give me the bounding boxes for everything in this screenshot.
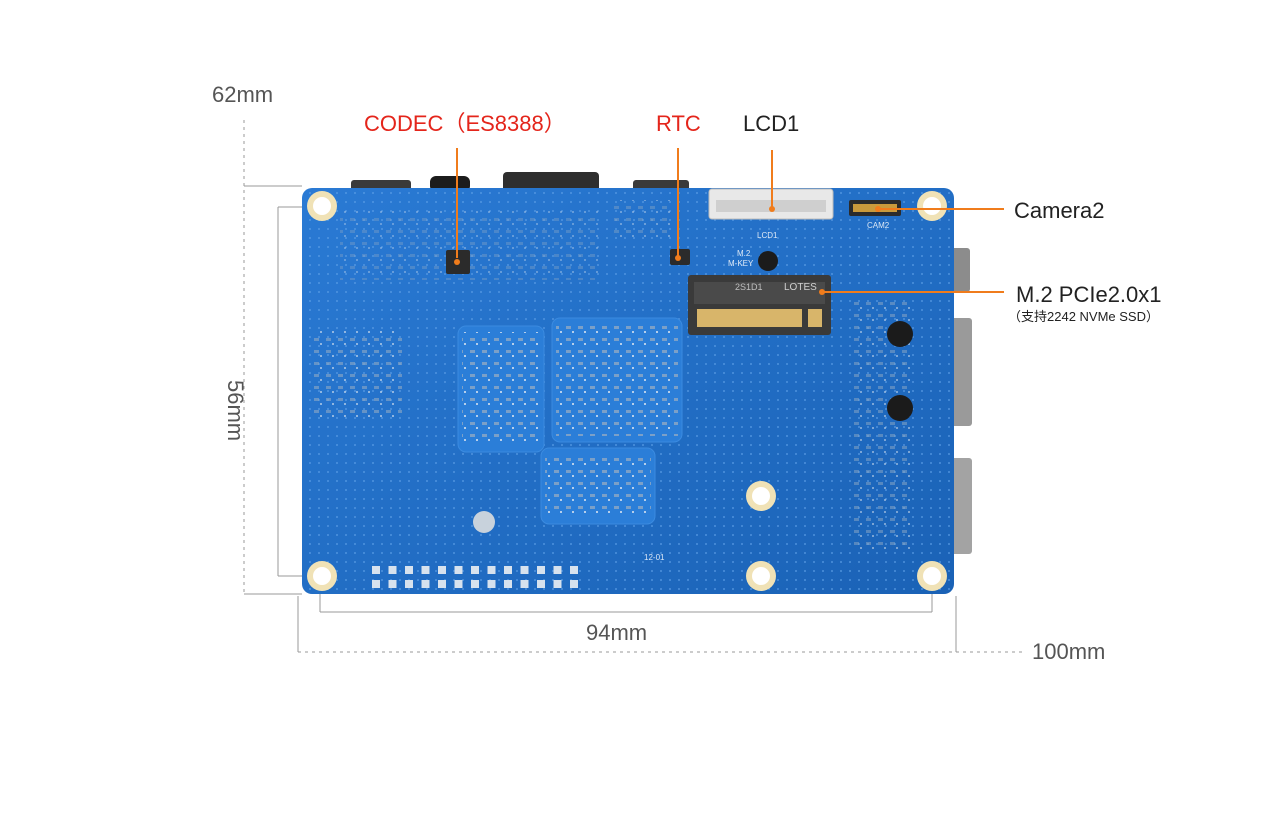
gpio-pad xyxy=(421,566,430,574)
gpio-pad xyxy=(388,566,397,574)
rtc-battery-contact xyxy=(758,251,778,271)
silk-m2-key: M-KEY xyxy=(728,259,754,268)
gpio-pad xyxy=(388,580,397,588)
gpio-pad xyxy=(504,566,512,574)
ethernet-port xyxy=(950,458,972,554)
m2-callout-note: （支持2242 NVMe SSD） xyxy=(1008,309,1159,324)
silkscreen-labels: LCD1 M.2 M-KEY CAM2 12-01 xyxy=(644,221,890,562)
gpio-pad xyxy=(537,566,545,574)
leader-lines xyxy=(456,148,1004,293)
gpio-pad xyxy=(372,580,380,588)
silk-board-rev: 12-01 xyxy=(644,553,665,562)
gpio-pad xyxy=(570,580,578,588)
width-holes-label: 94mm xyxy=(586,620,648,645)
gpio-header xyxy=(372,566,578,588)
camera2-callout: Camera2 xyxy=(1014,198,1105,223)
mounting-holes xyxy=(307,191,947,591)
right-connector-1 xyxy=(950,248,970,292)
m2-socket-code: 2S1D1 xyxy=(735,282,763,292)
test-pad xyxy=(473,511,495,533)
width-total-label: 100mm xyxy=(1032,639,1106,664)
leader-dots xyxy=(454,206,881,295)
screw-post-2 xyxy=(887,395,913,421)
gpio-pad xyxy=(504,580,512,588)
gpio-pad xyxy=(454,566,463,574)
gpio-pad xyxy=(520,580,529,588)
gpio-pad xyxy=(570,566,578,574)
gpio-pad xyxy=(471,566,479,574)
gpio-pad xyxy=(405,566,413,574)
gpio-pad xyxy=(553,580,562,588)
hdmi-connector xyxy=(503,172,599,192)
height-total-label: 62mm xyxy=(212,82,274,107)
gpio-pad xyxy=(438,580,446,588)
gpio-pad xyxy=(454,580,463,588)
gpio-pad xyxy=(487,580,496,588)
rtc-callout: RTC xyxy=(656,111,701,136)
usb-stack xyxy=(950,318,972,426)
gpio-pad xyxy=(405,580,413,588)
lcd1-callout: LCD1 xyxy=(743,111,800,136)
right-connectors xyxy=(950,248,972,554)
silk-m2: M.2 xyxy=(737,249,751,258)
component-clusters xyxy=(312,200,910,550)
m2-slot: LOTES 2S1D1 xyxy=(688,275,831,335)
dimension-lines xyxy=(243,120,1022,653)
gpio-pad xyxy=(471,580,479,588)
m2-callout-title: M.2 PCIe2.0x1 xyxy=(1016,282,1162,307)
codec-callout: CODEC（ES8388） xyxy=(364,111,566,136)
camera2-connector xyxy=(849,200,901,216)
gpio-pad xyxy=(537,580,545,588)
silk-cam2: CAM2 xyxy=(867,221,890,230)
gpio-pad xyxy=(553,566,562,574)
silk-lcd1: LCD1 xyxy=(757,231,778,240)
screw-post-1 xyxy=(887,321,913,347)
gpio-pad xyxy=(421,580,430,588)
m2-socket-brand: LOTES xyxy=(784,282,817,293)
gpio-pad xyxy=(438,566,446,574)
height-holes-label: 56mm xyxy=(223,380,248,442)
gpio-pad xyxy=(520,566,529,574)
gpio-pad xyxy=(487,566,496,574)
gpio-pad xyxy=(372,566,380,574)
